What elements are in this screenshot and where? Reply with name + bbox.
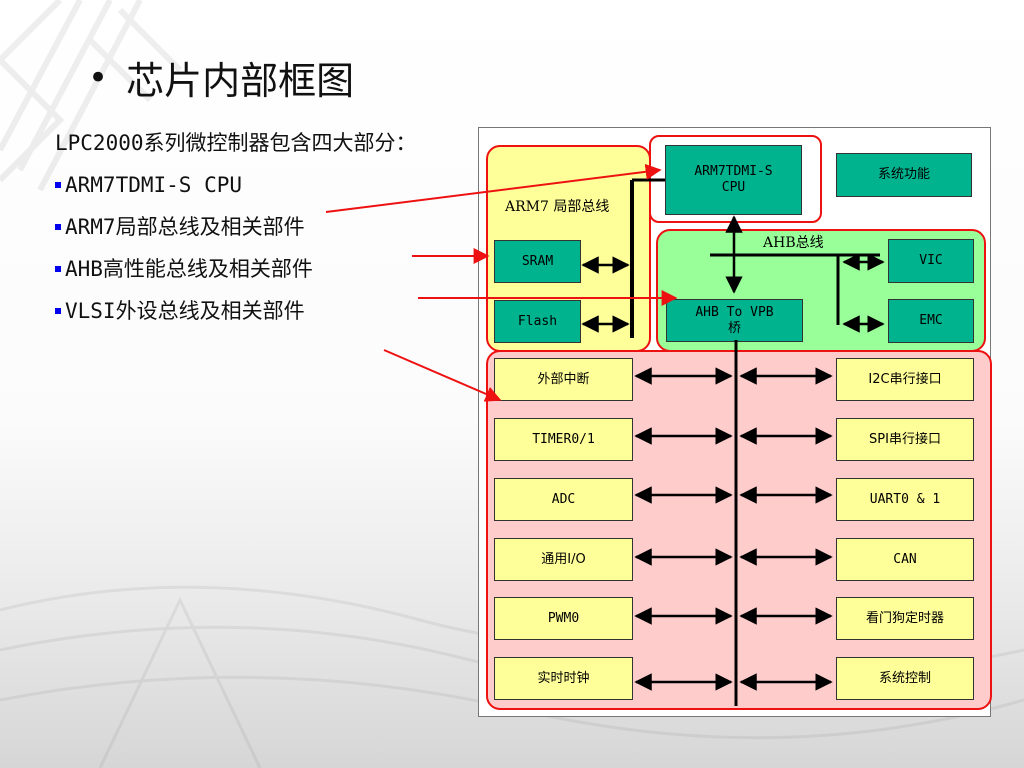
pointer-arrow-cpu [325, 163, 662, 213]
bullet-item-text: AHB高性能总线及相关部件 [65, 257, 313, 281]
bridge-line2: 桥 [727, 320, 741, 336]
emc-block: EMC [888, 299, 974, 343]
system-function-block: 系统功能 [836, 153, 972, 197]
title-bullet-icon: • [88, 57, 109, 98]
flash-block: Flash [494, 300, 581, 343]
gpio-block: 通用I/O [494, 538, 633, 581]
bullet-item-text: VLSI外设总线及相关部件 [65, 299, 305, 323]
bullet-item-text: ARM7局部总线及相关部件 [65, 215, 305, 239]
vic-block: VIC [888, 239, 974, 283]
bullet-item-text: ARM7TDMI-S CPU [65, 173, 243, 197]
pwm-block: PWM0 [494, 597, 633, 640]
i2c-block: I2C串行接口 [836, 358, 974, 401]
system-control-block: 系统控制 [836, 657, 974, 700]
square-bullet-icon [55, 308, 61, 314]
adc-block: ADC [494, 478, 633, 521]
spi-block: SPI串行接口 [836, 418, 974, 461]
watchdog-block: 看门狗定时器 [836, 597, 974, 640]
cpu-block: ARM7TDMI-S CPU [665, 145, 802, 215]
ahb-bus-label: AHB总线 [763, 235, 824, 251]
local-bus-label: ARM7 局部总线 [505, 199, 610, 215]
square-bullet-icon [55, 266, 61, 272]
sram-block: SRAM [494, 240, 581, 283]
bullet-item-local-bus: ARM7局部总线及相关部件 [55, 212, 455, 254]
bullet-item-vlsi: VLSI外设总线及相关部件 [55, 296, 455, 338]
pointer-arrow-vpb [383, 349, 502, 402]
uart-block: UART0 & 1 [836, 478, 974, 521]
ahb-to-vpb-bridge-block: AHB To VPB 桥 [666, 299, 803, 342]
bullet-item-ahb: AHB高性能总线及相关部件 [55, 254, 455, 296]
intro-text: LPC2000系列微控制器包含四大部分： [55, 131, 417, 155]
square-bullet-icon [55, 182, 61, 188]
slide-title: • 芯片内部框图 [88, 50, 354, 105]
cpu-block-line2: CPU [721, 180, 746, 195]
bridge-line1: AHB To VPB [695, 304, 774, 320]
bullet-item-cpu: ARM7TDMI-S CPU [55, 170, 455, 212]
vpb-zone [486, 350, 992, 710]
can-block: CAN [836, 538, 974, 581]
bullet-list: LPC2000系列微控制器包含四大部分： ARM7TDMI-S CPU ARM7… [55, 128, 455, 338]
rtc-block: 实时时钟 [494, 657, 633, 700]
slide-title-text: 芯片内部框图 [126, 59, 355, 103]
cpu-block-line1: ARM7TDMI-S [694, 164, 773, 179]
timer-block: TIMER0/1 [494, 418, 633, 461]
ext-interrupt-block: 外部中断 [494, 358, 633, 401]
square-bullet-icon [55, 224, 61, 230]
